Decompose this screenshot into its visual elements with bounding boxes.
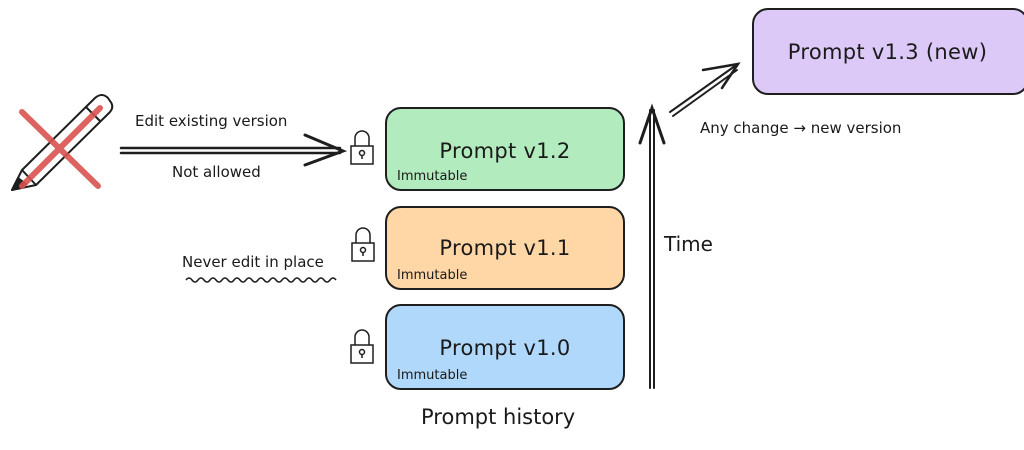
wavy-underline (185, 277, 337, 283)
padlock-icon (350, 329, 374, 364)
immutable-label: Immutable (397, 169, 468, 184)
version-title: Prompt v1.2 (439, 139, 571, 163)
prompt-history-title: Prompt history (421, 405, 576, 429)
new-version-arrow (669, 62, 741, 117)
immutable-label: Immutable (397, 268, 468, 283)
version-title: Prompt v1.0 (439, 336, 571, 360)
never-edit-label: Never edit in place (182, 253, 324, 271)
edit-arrow (119, 133, 348, 167)
time-arrow (638, 103, 666, 389)
not-allowed-label: Not allowed (172, 163, 261, 181)
edit-existing-label: Edit existing version (135, 112, 288, 130)
version-box-v1-3-new: Prompt v1.3 (new) (752, 8, 1024, 95)
red-x-icon (19, 105, 103, 189)
version-box-v1-1: Prompt v1.1 Immutable (385, 206, 625, 290)
padlock-icon (350, 130, 374, 165)
version-title: Prompt v1.3 (new) (787, 40, 988, 64)
any-change-label: Any change → new version (700, 119, 902, 137)
version-box-v1-0: Prompt v1.0 Immutable (385, 304, 625, 390)
immutable-label: Immutable (397, 368, 468, 383)
version-title: Prompt v1.1 (439, 236, 571, 260)
padlock-icon (351, 227, 375, 262)
version-box-v1-2: Prompt v1.2 Immutable (385, 107, 625, 191)
time-label: Time (664, 232, 713, 256)
